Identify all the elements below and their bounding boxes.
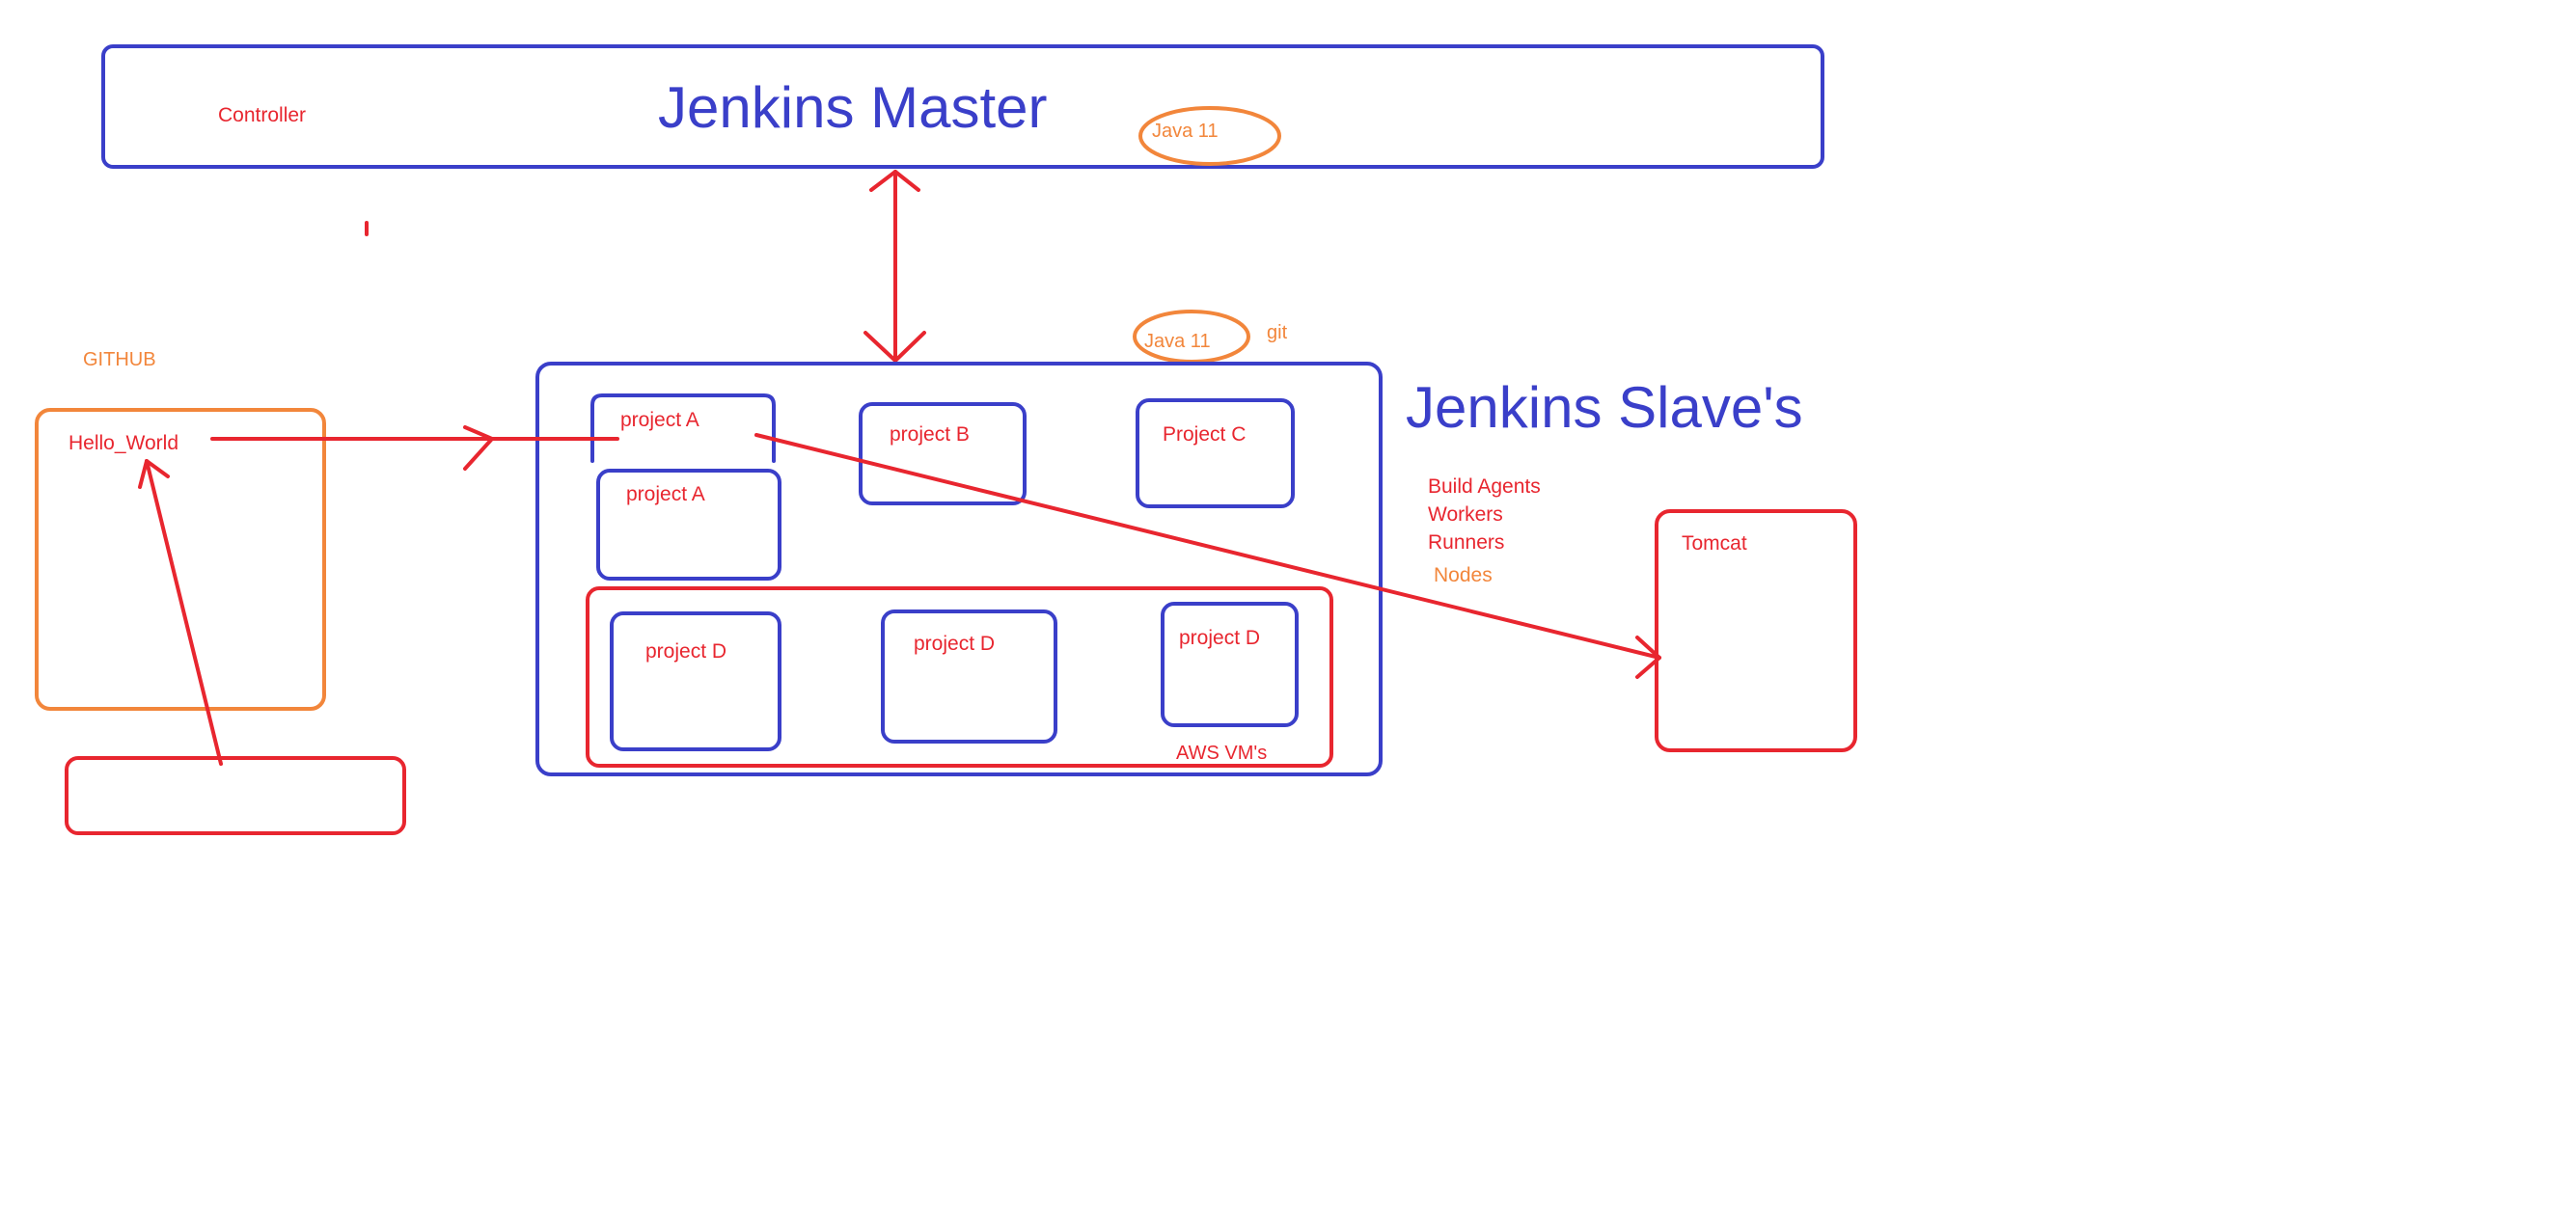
master-box: [101, 44, 1824, 169]
hello-world-label: Hello_World: [69, 432, 178, 454]
project-d-label-2: project D: [914, 633, 996, 655]
local-machine-box: [65, 756, 406, 835]
github-label: GITHUB: [83, 349, 156, 370]
project-d-box-3: [1161, 602, 1299, 727]
slave-box: [535, 362, 1383, 776]
nodes-label: Nodes: [1434, 564, 1493, 586]
aws-vms-box: [586, 586, 1333, 768]
project-c-label: Project C: [1163, 423, 1247, 446]
project-b-label: project B: [890, 423, 970, 446]
project-d-box-2: [881, 610, 1057, 744]
push-arrow: [138, 459, 223, 766]
github-to-project-arrow: [210, 425, 619, 471]
alias-workers: Workers: [1428, 503, 1503, 526]
slave-title: Jenkins Slave's: [1406, 375, 1803, 440]
project-b-box: [859, 402, 1027, 505]
master-java-label: Java 11: [1152, 121, 1219, 142]
alias-runners: Runners: [1428, 531, 1505, 554]
master-slave-arrow: [863, 170, 926, 363]
project-d-box-1: [610, 611, 781, 751]
deploy-arrow: [754, 433, 1661, 679]
git-label: git: [1267, 322, 1288, 343]
alias-build-agents: Build Agents: [1428, 475, 1541, 498]
project-d-label-3: project D: [1179, 627, 1261, 649]
tomcat-label: Tomcat: [1682, 532, 1747, 555]
github-box: [35, 408, 326, 711]
slave-java-label: Java 11: [1144, 331, 1211, 352]
project-c-box: [1136, 398, 1295, 508]
master-java-ellipse: [1138, 106, 1281, 166]
project-d-label-1: project D: [645, 640, 727, 663]
master-title: Jenkins Master: [658, 75, 1048, 140]
project-a-box-top: [590, 393, 776, 463]
tomcat-box: [1655, 509, 1857, 752]
project-a-label: project A: [626, 483, 705, 505]
project-a-box: [596, 469, 781, 581]
controller-label: Controller: [218, 104, 307, 126]
aws-vms-label: AWS VM's: [1176, 743, 1268, 764]
project-a-label-top: project A: [620, 409, 699, 431]
